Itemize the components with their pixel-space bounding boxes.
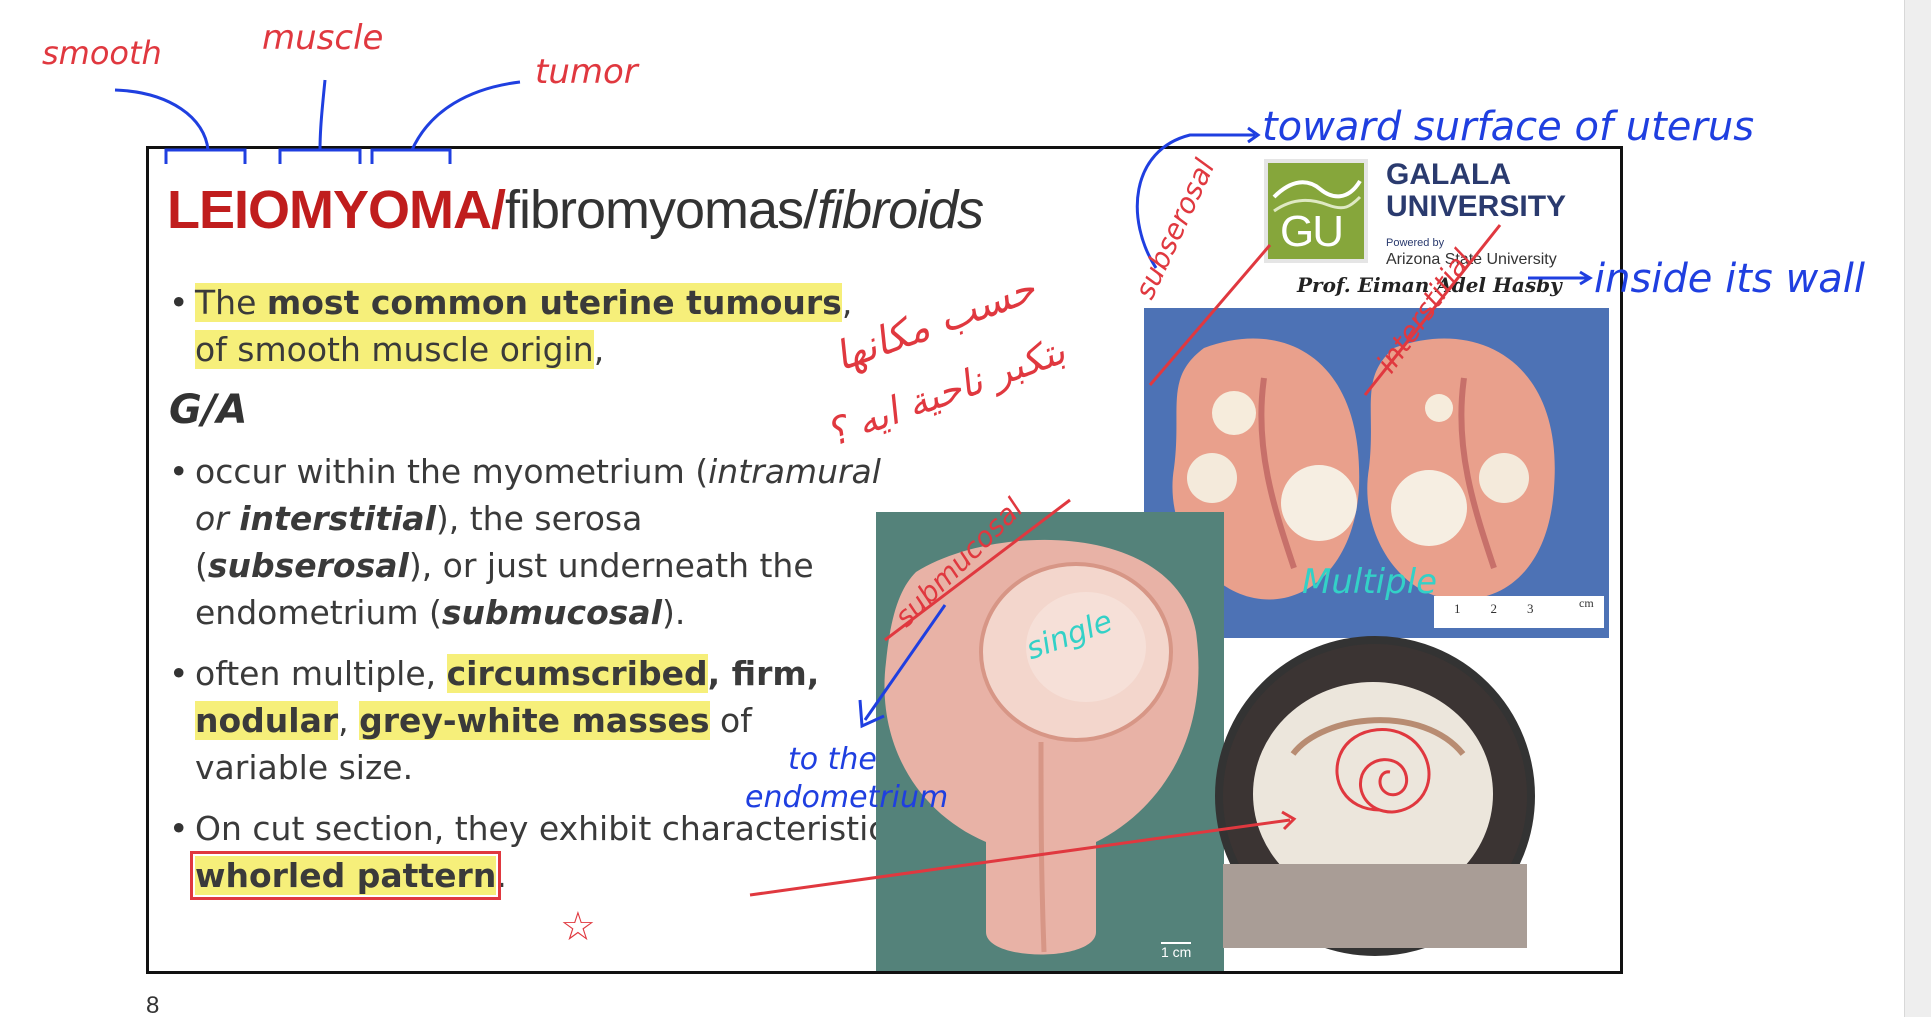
annotation-multiple: Multiple	[1302, 562, 1438, 602]
ruler-unit: cm	[1579, 596, 1594, 610]
slide-title: LEIOMYOMA/fibromyomas/fibroids	[167, 179, 984, 241]
annotation-inside-wall: inside its wall	[1594, 256, 1865, 302]
annotation-smooth: smooth	[42, 34, 162, 72]
bullet-multiple: often multiple, circumscribed, firm, nod…	[169, 650, 889, 791]
title-fibroids: fibroids	[817, 180, 984, 240]
photo-submucosal-fibroid: 1 cm	[876, 512, 1224, 971]
bullet-list: The most common uterine tumours,of smoot…	[169, 279, 889, 913]
page-number: 8	[146, 992, 160, 1019]
annotation-to-the: to the	[788, 742, 877, 777]
bullet-whorled: On cut section, they exhibit characteris…	[169, 805, 889, 900]
title-fibromyomas: fibromyomas/	[505, 180, 818, 240]
bullet-locations: occur within the myometrium (intramural …	[169, 448, 889, 636]
title-leiomyoma: LEIOMYOMA/	[167, 180, 506, 240]
logo-wave-icon	[1272, 179, 1362, 213]
whorled-pattern-boxed: whorled pattern	[189, 851, 502, 900]
annotation-tumor: tumor	[535, 52, 638, 92]
annotation-endometrium: endometrium	[745, 780, 949, 815]
uterus-section-illustration	[884, 539, 1199, 955]
author-name: Prof. Eiman Adel Hasby	[1297, 273, 1562, 297]
whorled-cut-illustration	[1223, 682, 1527, 948]
photo-whorled-section	[1215, 636, 1535, 956]
bullet-most-common: The most common uterine tumours,of smoot…	[169, 279, 889, 373]
ga-heading: G/A	[169, 387, 248, 433]
annotation-toward-surface: toward surface of uterus	[1262, 104, 1755, 150]
slide-frame: LEIOMYOMA/fibromyomas/fibroids The most …	[146, 146, 1623, 974]
star-icon: ☆	[560, 904, 596, 950]
scale-1cm: 1 cm	[1161, 942, 1192, 960]
annotation-muscle: muscle	[262, 18, 384, 58]
gu-logo-icon: GU	[1264, 159, 1368, 263]
scrollbar-strip[interactable]	[1904, 0, 1931, 1017]
powered-by: Powered by	[1386, 237, 1445, 249]
